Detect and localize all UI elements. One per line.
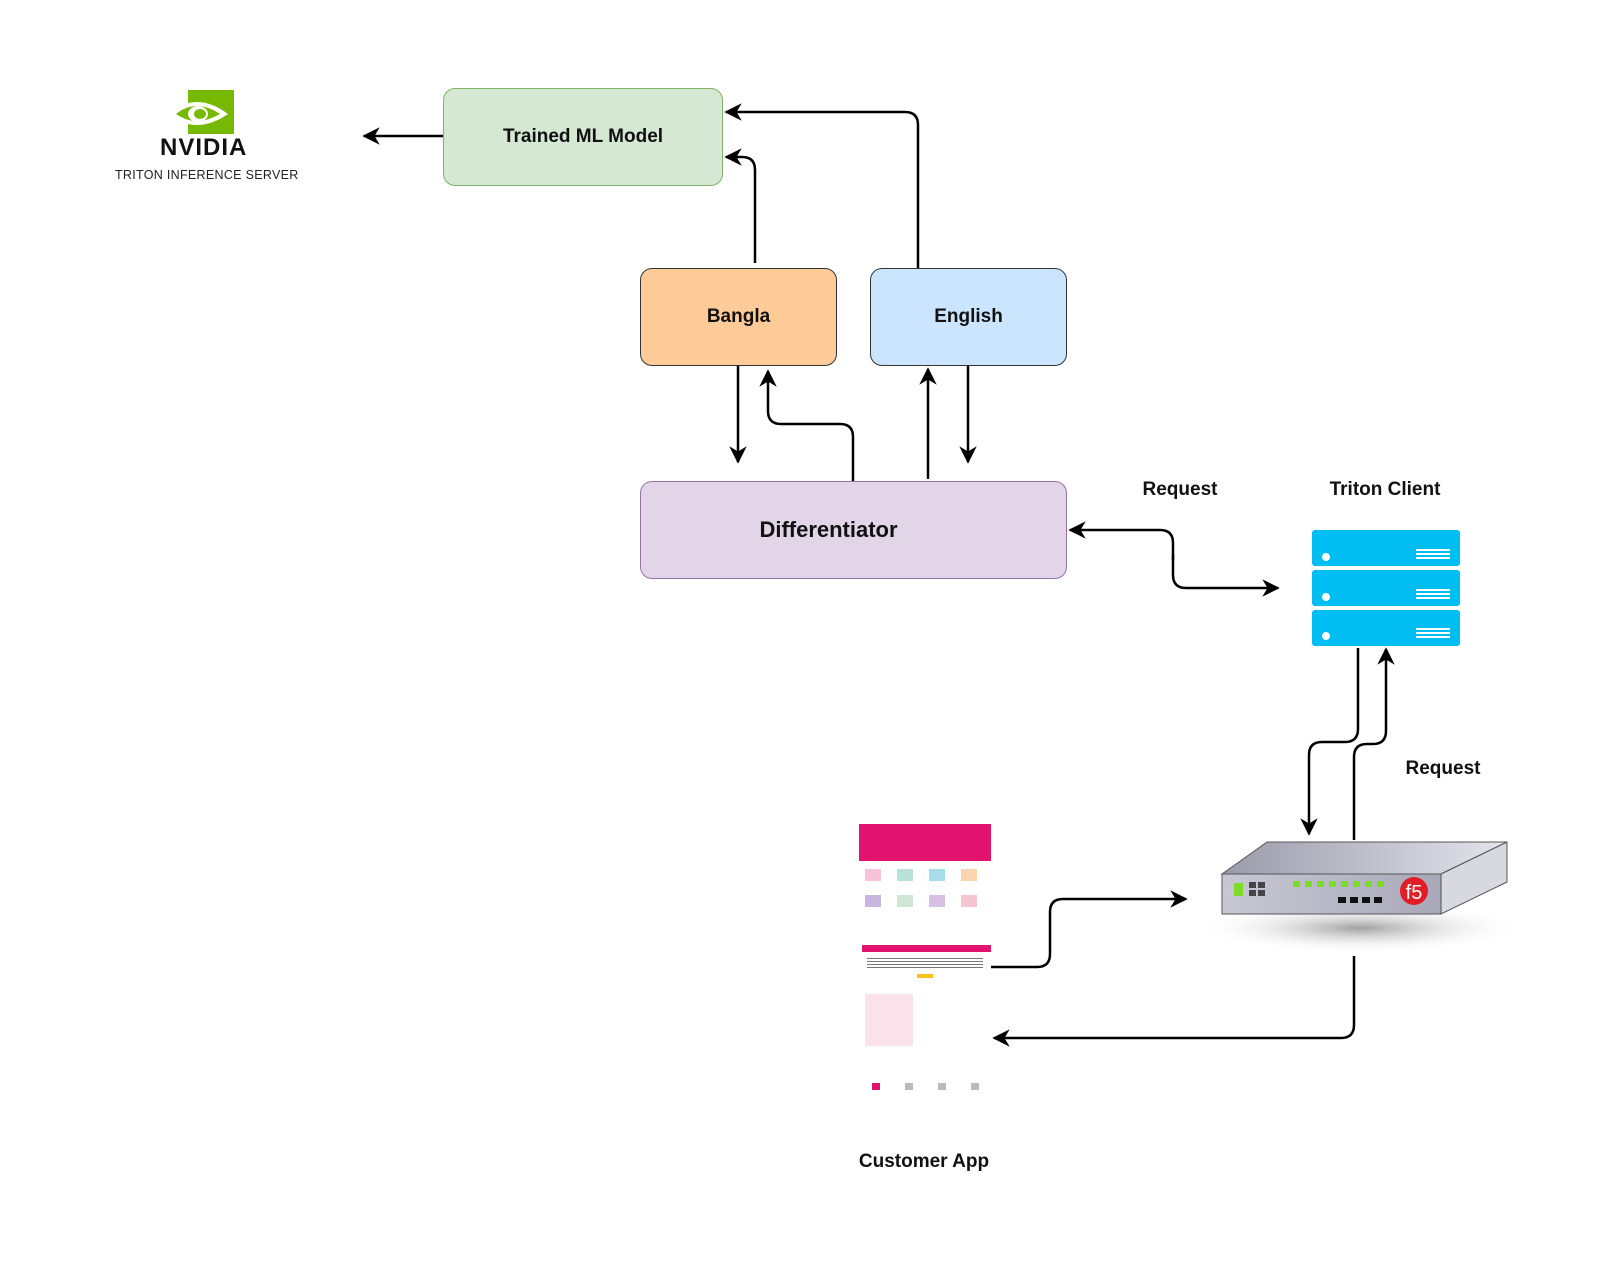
arrow-bangla-to-model [724, 148, 757, 263]
arrow-differentiator-to-bangla [759, 369, 855, 481]
triton-client-label: Triton Client [1329, 479, 1441, 500]
differentiator-label: Differentiator [759, 517, 898, 542]
arrow-f5-to-client [1352, 647, 1395, 840]
f5-logo-text: f5 [1406, 882, 1423, 904]
nvidia-eye-icon [168, 90, 234, 134]
server-stack-icon [1312, 530, 1460, 646]
arrow-app-to-f5 [991, 890, 1188, 969]
english-node[interactable]: English [870, 268, 1067, 366]
customer-app-label: Customer App [858, 1151, 990, 1172]
arrow-client-to-f5 [1300, 648, 1360, 836]
request-label-top: Request [1142, 479, 1218, 500]
arrow-client-to-differentiator [1068, 521, 1175, 560]
nvidia-wordmark: NVIDIA [160, 134, 248, 161]
arrow-differentiator-to-client [1171, 555, 1280, 597]
nvidia-triton-logo: NVIDIA TRITON INFERENCE SERVER [110, 88, 300, 188]
bangla-node[interactable]: Bangla [640, 268, 837, 366]
arrow-english-to-model [724, 103, 920, 268]
differentiator-node[interactable]: Differentiator [640, 481, 1067, 579]
triton-subtitle: TRITON INFERENCE SERVER [115, 168, 299, 182]
trained-ml-model-label: Trained ML Model [502, 126, 664, 147]
english-label: English [934, 306, 1003, 327]
request-label-right: Request [1405, 758, 1481, 779]
arrow-f5-to-app [992, 956, 1356, 1047]
customer-app-screenshot [859, 824, 991, 1096]
bangla-label: Bangla [706, 306, 771, 327]
trained-ml-model-node[interactable]: Trained ML Model [443, 88, 723, 186]
f5-load-balancer-icon: f5 [1195, 841, 1525, 953]
